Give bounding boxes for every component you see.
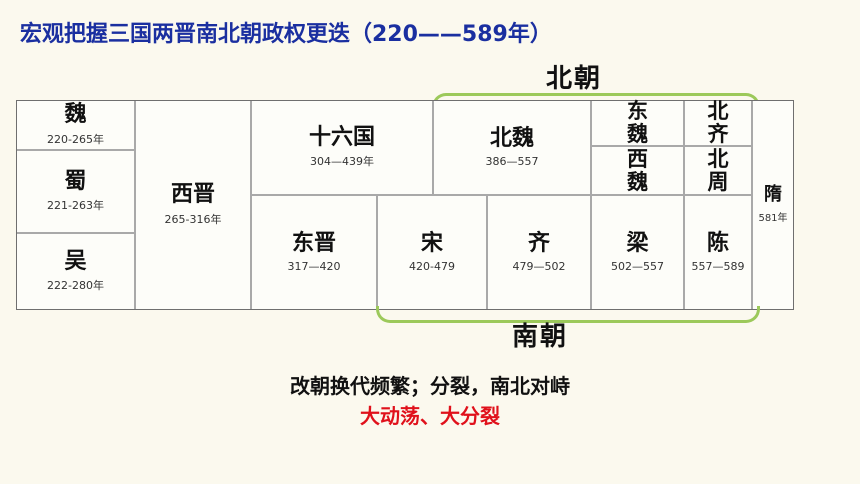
state-name: 东晋 bbox=[291, 231, 336, 257]
state-name: 蜀 bbox=[64, 168, 87, 194]
state-beiwei: 北魏 386—557 bbox=[434, 101, 590, 194]
state-name: 吴 bbox=[64, 248, 87, 274]
south-dynasties-bracket bbox=[376, 306, 760, 323]
state-wu: 吴 222-280年 bbox=[17, 234, 134, 309]
state-chen: 陈 557—589 bbox=[685, 196, 751, 309]
state-years: 265-316年 bbox=[164, 212, 222, 226]
state-name: 西晋 bbox=[170, 182, 215, 208]
state-years: 581年 bbox=[758, 212, 788, 224]
state-years: 317—420 bbox=[287, 259, 341, 273]
state-years: 304—439年 bbox=[310, 155, 374, 169]
south-dynasties-label: 南朝 bbox=[512, 322, 569, 352]
state-name: 魏 bbox=[64, 102, 87, 128]
state-name: 北齐 bbox=[707, 99, 729, 146]
state-years: 479—502 bbox=[512, 259, 566, 273]
state-years: 220-265年 bbox=[47, 132, 104, 146]
state-beiqi: 北齐 bbox=[685, 99, 751, 146]
summary-line-2: 大动荡、大分裂 bbox=[360, 404, 500, 428]
state-shu: 蜀 221-263年 bbox=[17, 151, 134, 232]
state-beizhou: 北周 bbox=[685, 147, 751, 194]
state-name: 北魏 bbox=[489, 126, 534, 152]
state-xiwei: 西魏 bbox=[592, 147, 683, 194]
state-name: 北周 bbox=[707, 146, 729, 194]
state-name: 隋 bbox=[764, 184, 782, 206]
state-name: 西魏 bbox=[627, 146, 648, 194]
state-name: 齐 bbox=[527, 231, 550, 257]
state-years: 420-479 bbox=[409, 259, 455, 273]
state-dongwei: 东魏 bbox=[592, 99, 683, 146]
state-shiliuguo: 十六国 304—439年 bbox=[252, 101, 432, 194]
state-years: 502—557 bbox=[611, 259, 664, 273]
state-qi: 齐 479—502 bbox=[488, 196, 590, 309]
state-name: 宋 bbox=[420, 231, 443, 257]
state-dongjin: 东晋 317—420 bbox=[252, 196, 376, 309]
state-name: 十六国 bbox=[308, 124, 375, 150]
state-name: 陈 bbox=[706, 231, 729, 257]
state-sui: 隋 581年 bbox=[753, 101, 793, 309]
summary-line-1: 改朝换代频繁；分裂，南北对峙 bbox=[290, 374, 570, 398]
page-title: 宏观把握三国两晋南北朝政权更迭（220——589年） bbox=[20, 22, 552, 47]
regime-timeline-table: 魏 220-265年 蜀 221-263年 吴 222-280年 西晋 265-… bbox=[16, 100, 794, 310]
state-xijin: 西晋 265-316年 bbox=[136, 101, 250, 309]
state-years: 386—557 bbox=[485, 154, 539, 168]
state-name: 东魏 bbox=[627, 99, 648, 146]
state-years: 221-263年 bbox=[47, 199, 104, 213]
state-liang: 梁 502—557 bbox=[592, 196, 683, 309]
state-name: 梁 bbox=[626, 231, 649, 257]
north-dynasties-label: 北朝 bbox=[546, 64, 603, 94]
state-years: 222-280年 bbox=[47, 279, 104, 293]
state-wei: 魏 220-265年 bbox=[17, 101, 134, 149]
state-years: 557—589 bbox=[691, 259, 745, 273]
state-song: 宋 420-479 bbox=[378, 196, 486, 309]
